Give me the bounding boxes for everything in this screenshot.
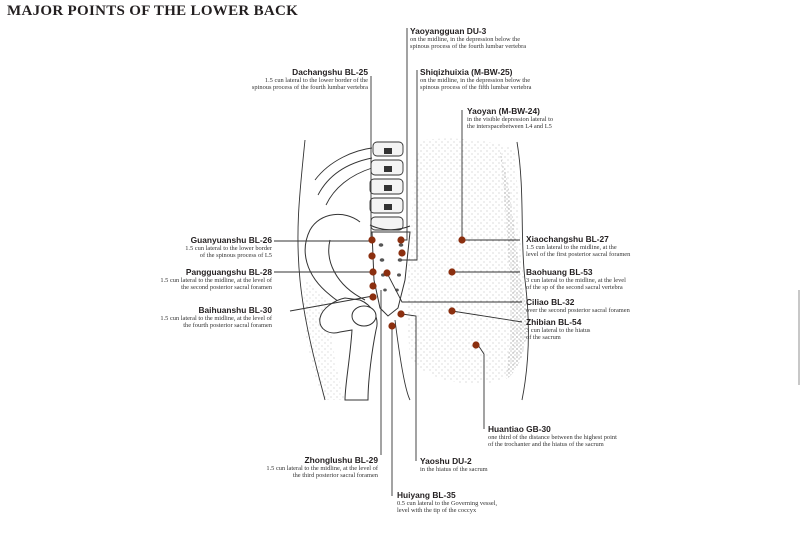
page-title: MAJOR POINTS OF THE LOWER BACK	[7, 3, 299, 19]
label-huantiao: Huantiao GB-30 one third of the distance…	[488, 424, 617, 449]
point-dot-yaoshu	[397, 310, 405, 318]
point-dot-ciliao	[383, 269, 391, 277]
ribs	[314, 147, 373, 206]
label-pangguangshu: Pangguangshu BL-28 1.5 cun lateral to th…	[110, 267, 272, 292]
label-huiyang: Huiyang BL-35 0.5 cun lateral to the Gov…	[397, 490, 498, 515]
point-name: Pangguangshu BL-28	[185, 267, 272, 277]
point-name: Yaoyangguan DU-3	[410, 26, 487, 36]
label-yaoyangguan: Yaoyangguan DU-3 on the midline, in the …	[410, 26, 527, 51]
label-guanyuanshu: Guanyuanshu BL-26 1.5 cun lateral to the…	[130, 235, 272, 260]
point-dot-yaoyangguan	[397, 236, 405, 244]
point-dot-baihuanshu	[369, 293, 377, 301]
point-dot-shiqizhuixia	[398, 249, 406, 257]
label-xiaochangshu: Xiaochangshu BL-27 1.5 cun lateral to th…	[526, 234, 631, 259]
point-dot-huantiao	[472, 341, 480, 349]
point-name: Zhonglushu BL-29	[304, 455, 378, 465]
point-name: Xiaochangshu BL-27	[526, 234, 609, 244]
point-name: Huiyang BL-35	[397, 490, 456, 500]
acupoints	[368, 236, 480, 349]
label-baihuanshu: Baihuanshu BL-30 1.5 cun lateral to the …	[110, 305, 272, 330]
point-name: Huantiao GB-30	[488, 424, 551, 434]
label-baohuang: Baohuang BL-53 3 cun lateral to the midl…	[526, 267, 626, 292]
lumbar-spine	[369, 141, 404, 231]
label-dachangshu: Dachangshu BL-25 1.5 cun lateral to the …	[206, 67, 368, 92]
scrollbar[interactable]	[798, 290, 800, 385]
femur	[319, 297, 378, 401]
point-name: Dachangshu BL-25	[292, 67, 368, 77]
point-dot-zhibian	[448, 307, 456, 315]
point-name: Shiqizhuixia (M-BW-25)	[420, 67, 513, 77]
label-yaoyan: Yaoyan (M-BW-24) in the visible depressi…	[467, 106, 554, 131]
point-dot-zhonglushu	[369, 282, 377, 290]
point-name: Yaoshu DU-2	[420, 456, 472, 466]
right-buttock-shading	[408, 138, 529, 384]
point-dot-dachangshu	[368, 236, 376, 244]
label-shiqizhuixia: Shiqizhuixia (M-BW-25) on the midline, i…	[420, 67, 532, 92]
point-name: Baohuang BL-53	[526, 267, 593, 277]
label-zhonglushu: Zhonglushu BL-29 1.5 cun lateral to the …	[210, 455, 378, 480]
point-name: Baihuanshu BL-30	[198, 305, 272, 315]
label-ciliao: Ciliao BL-32 over the second posterior s…	[526, 297, 630, 314]
point-dot-yaoyan	[458, 236, 466, 244]
point-dot-pangguangshu	[369, 268, 377, 276]
point-name: Zhibian BL-54	[526, 317, 582, 327]
label-yaoshu: Yaoshu DU-2 in the hiatus of the sacrum	[420, 456, 488, 473]
point-name: Yaoyan (M-BW-24)	[467, 106, 540, 116]
sacrum	[371, 231, 411, 317]
point-dot-huiyang	[388, 322, 396, 330]
point-dot-guanyuanshu	[368, 252, 376, 260]
label-zhibian: Zhibian BL-54 3 cun lateral to the hiatu…	[526, 317, 591, 342]
point-name: Guanyuanshu BL-26	[190, 235, 272, 245]
point-dot-baohuang	[448, 268, 456, 276]
point-name: Ciliao BL-32	[526, 297, 575, 307]
leader-lines	[274, 28, 523, 496]
